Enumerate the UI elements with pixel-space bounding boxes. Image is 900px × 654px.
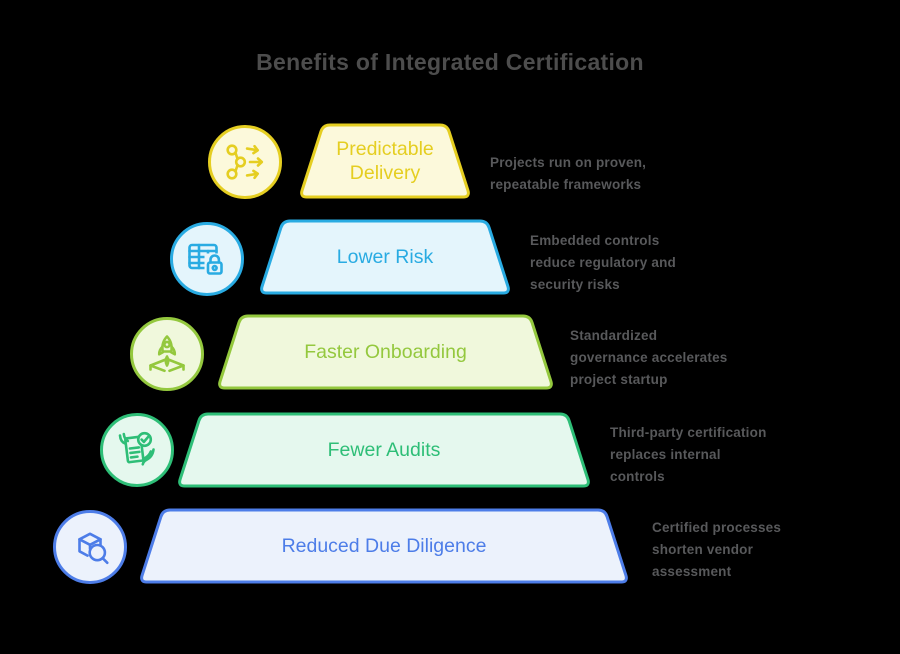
trapezoid-shape: Fewer Audits bbox=[174, 410, 594, 490]
level-description: Standardized governance accelerates proj… bbox=[570, 325, 728, 391]
description-line: Projects run on proven, bbox=[490, 155, 647, 170]
level-label: Lower Risk bbox=[336, 246, 434, 268]
level-label: Faster Onboarding bbox=[304, 341, 467, 363]
level-description: Embedded controls reduce regulatory and … bbox=[530, 230, 676, 296]
table-lock-icon bbox=[170, 222, 244, 296]
description-line: Certified processes bbox=[652, 520, 782, 535]
diagram-title: Benefits of Integrated Certification bbox=[256, 49, 644, 75]
level-label: Fewer Audits bbox=[327, 439, 441, 461]
description-line: repeatable frameworks bbox=[490, 177, 642, 192]
description-line: shorten vendor bbox=[652, 542, 754, 557]
description-line: replaces internal bbox=[610, 447, 721, 462]
level-description: Third-party certification replaces inter… bbox=[610, 422, 767, 488]
level-label: Reduced Due Diligence bbox=[281, 535, 487, 557]
level-description: Certified processes shorten vendor asses… bbox=[652, 517, 781, 583]
description-line: project startup bbox=[570, 372, 668, 387]
trapezoid-shape: Faster Onboarding bbox=[214, 312, 557, 392]
trapezoid-shape: Predictable Delivery bbox=[296, 121, 474, 201]
document-check-hand-icon bbox=[100, 413, 174, 487]
description-line: Standardized bbox=[570, 328, 658, 343]
cube-search-icon bbox=[53, 510, 127, 584]
description-line: reduce regulatory and bbox=[530, 255, 676, 270]
trapezoid-shape: Reduced Due Diligence bbox=[136, 506, 632, 586]
description-line: security risks bbox=[530, 277, 620, 292]
rocket-launch-icon bbox=[130, 317, 204, 391]
description-line: assessment bbox=[652, 564, 732, 579]
description-line: Embedded controls bbox=[530, 233, 660, 248]
share-network-icon bbox=[208, 125, 282, 199]
level-label: Predictable Delivery bbox=[336, 138, 434, 184]
level-description: Projects run on proven, repeatable frame… bbox=[490, 152, 646, 196]
description-line: governance accelerates bbox=[570, 350, 728, 365]
description-line: controls bbox=[610, 469, 665, 484]
description-line: Third-party certification bbox=[610, 425, 767, 440]
trapezoid-shape: Lower Risk bbox=[256, 217, 514, 297]
